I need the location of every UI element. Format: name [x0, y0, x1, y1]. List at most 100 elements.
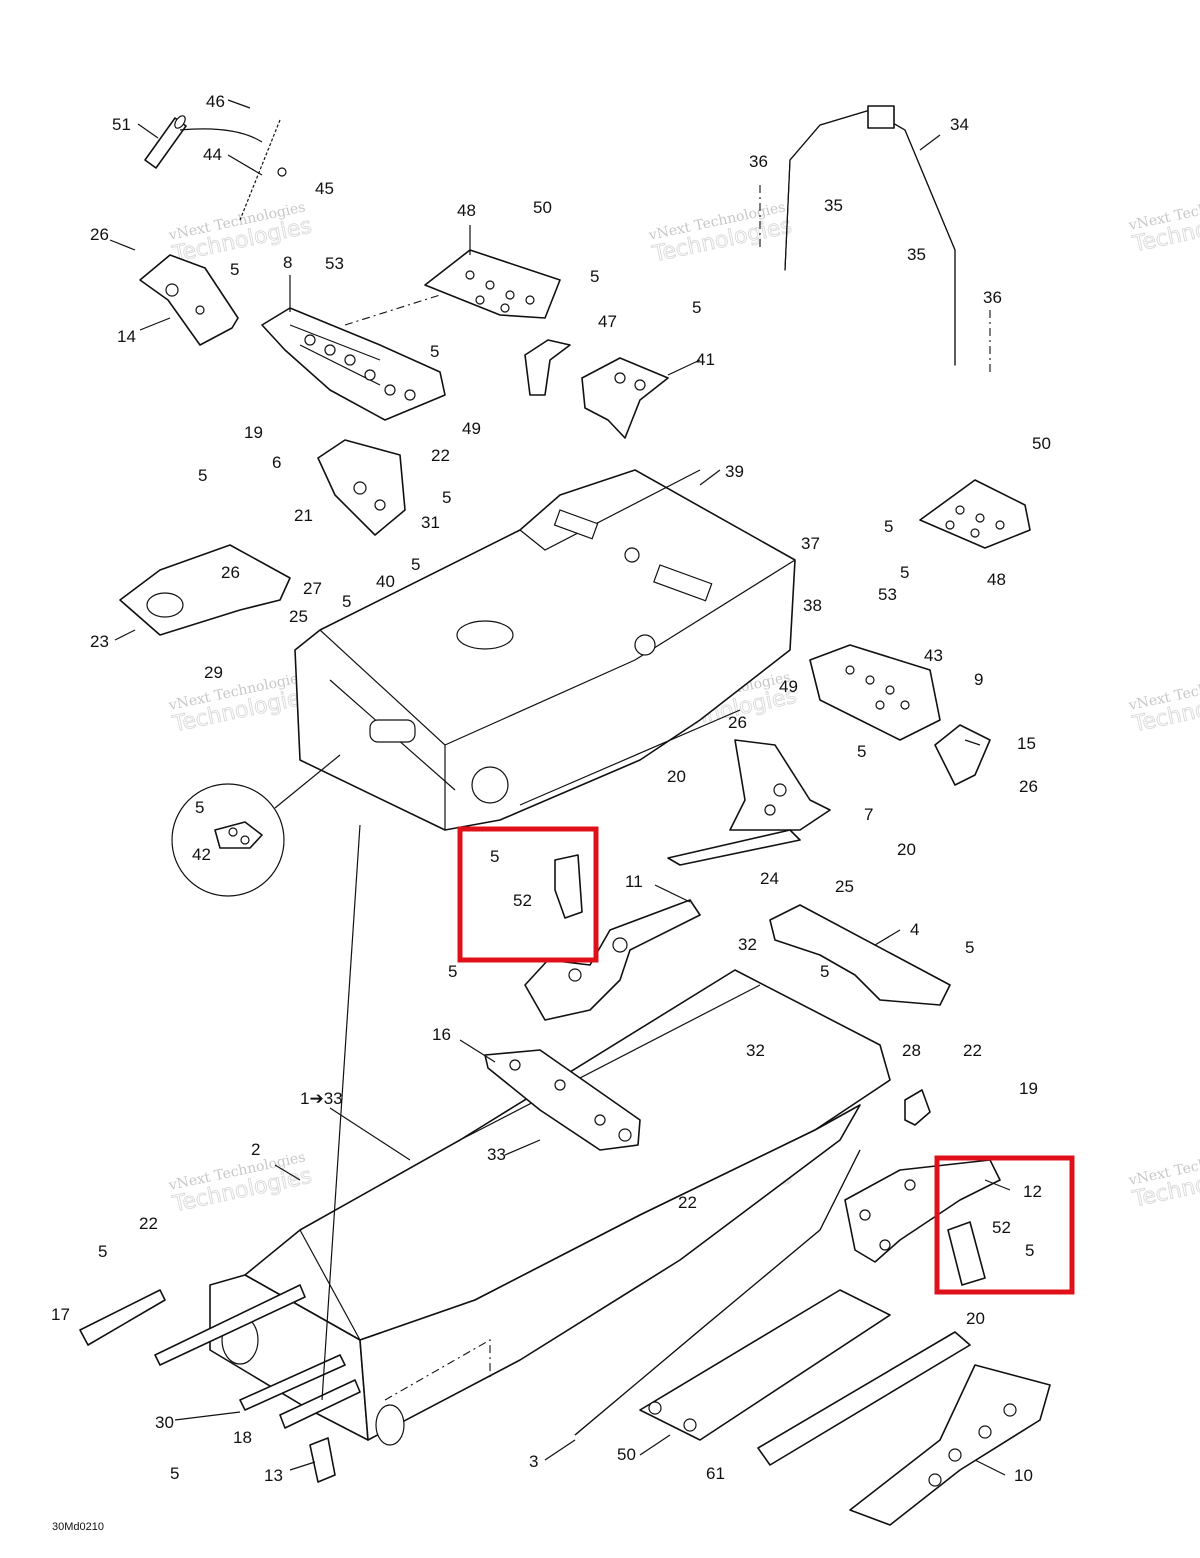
callout-5: 5: [857, 742, 866, 761]
part-30-bar-lower: [239, 1354, 346, 1411]
callout-5: 5: [590, 267, 599, 286]
callout-44: 44: [203, 145, 222, 164]
callout-22: 22: [139, 1214, 158, 1233]
callout-22: 22: [963, 1041, 982, 1060]
callout-37: 37: [801, 534, 820, 553]
callout-5: 5: [195, 798, 204, 817]
callout-5: 5: [900, 563, 909, 582]
part-9-footrest: [809, 644, 941, 741]
callout-50: 50: [533, 198, 552, 217]
callout-4: 4: [910, 920, 919, 939]
part-15-bracket: [934, 724, 991, 786]
part-frame: [294, 469, 796, 831]
callout-39: 39: [725, 462, 744, 481]
callout-5: 5: [230, 260, 239, 279]
callout-26: 26: [728, 713, 747, 732]
callout-16: 16: [432, 1025, 451, 1044]
part-44-spring: [239, 119, 281, 221]
callout-5: 5: [692, 298, 701, 317]
callout-43: 43: [924, 646, 943, 665]
callout-labels: 51 46 44 45 26 5 14 8 53 48 50 5 49 5 47…: [51, 92, 1051, 1485]
callout-5: 5: [198, 466, 207, 485]
callout-10: 10: [1014, 1466, 1033, 1485]
part-34-roll-bar: [784, 105, 956, 366]
part-12-footrest: [844, 1159, 1001, 1263]
callout-2: 2: [251, 1140, 260, 1159]
part-24-bar: [667, 829, 801, 866]
callout-20: 20: [897, 840, 916, 859]
part-41-plate: [581, 357, 669, 439]
callout-19: 19: [244, 423, 263, 442]
highlight-box-52-front: [457, 826, 599, 963]
callout-49: 49: [462, 419, 481, 438]
callout-49: 49: [779, 677, 798, 696]
part-6-hinge: [317, 439, 406, 536]
part-47-bracket: [524, 339, 571, 396]
callout-3: 3: [529, 1452, 538, 1471]
part-23-panel: [119, 544, 291, 636]
callout-6: 6: [272, 453, 281, 472]
callout-50: 50: [1032, 434, 1051, 453]
part-61-bar: [757, 1331, 971, 1466]
callout-7: 7: [864, 805, 873, 824]
callout-22: 22: [431, 446, 450, 465]
callout-35: 35: [907, 245, 926, 264]
callout-33: 33: [487, 1145, 506, 1164]
part-17-bar: [79, 1289, 166, 1346]
figure-code: 30Md0210: [52, 1521, 104, 1533]
callout-5: 5: [411, 555, 420, 574]
callout-26: 26: [90, 225, 109, 244]
callout-5: 5: [442, 488, 451, 507]
part-11-rail: [524, 899, 701, 1021]
callout-5: 5: [98, 1242, 107, 1261]
callout-36: 36: [749, 152, 768, 171]
callout-25: 25: [289, 607, 308, 626]
leader-line: [179, 128, 263, 143]
callout-5: 5: [170, 1464, 179, 1483]
part-45-fastener: [277, 167, 287, 177]
callout-42: 42: [192, 845, 211, 864]
part-8-footrest: [261, 307, 446, 421]
callout-11: 11: [625, 872, 643, 891]
dash-line: [344, 294, 441, 326]
callout-29: 29: [204, 663, 223, 682]
callout-52: 52: [513, 891, 532, 910]
callout-5: 5: [448, 962, 457, 981]
callout-31: 31: [421, 513, 440, 532]
leader-lines: [109, 99, 1011, 1476]
callout-8: 8: [283, 253, 292, 272]
part-3-runner-inner: [574, 1149, 861, 1436]
callout-20: 20: [966, 1309, 985, 1328]
callout-22: 22: [678, 1193, 697, 1212]
part-48-plate-right: [919, 479, 1031, 549]
callout-61: 61: [706, 1464, 725, 1483]
callout-47: 47: [598, 312, 617, 331]
callout-41: 41: [696, 350, 715, 369]
part-18-bar: [279, 1379, 361, 1429]
part-30-bar: [154, 1284, 306, 1366]
callout-17: 17: [51, 1305, 70, 1324]
callout-21: 21: [294, 506, 313, 525]
callout-23: 23: [90, 632, 109, 651]
leader-line: [329, 1107, 411, 1161]
callout-5: 5: [965, 938, 974, 957]
callout-9: 9: [974, 670, 983, 689]
highlight-box-52-rear: [934, 1155, 1075, 1295]
callout-45: 45: [315, 179, 334, 198]
part-52-bracket: [554, 854, 583, 919]
callout-28: 28: [902, 1041, 921, 1060]
part-50-panel: [639, 1289, 891, 1441]
callout-51: 51: [112, 115, 131, 134]
callout-30: 30: [155, 1413, 174, 1432]
callout-27: 27: [303, 579, 322, 598]
callout-38: 38: [803, 596, 822, 615]
callout-52: 52: [992, 1218, 1011, 1237]
part-48-plate: [424, 249, 561, 319]
callout-5: 5: [342, 592, 351, 611]
callout-48: 48: [457, 201, 476, 220]
callout-34: 34: [950, 115, 969, 134]
callout-48: 48: [987, 570, 1006, 589]
callout-5: 5: [490, 847, 499, 866]
part-14-bracket: [139, 254, 239, 346]
callout-36: 36: [983, 288, 1002, 307]
